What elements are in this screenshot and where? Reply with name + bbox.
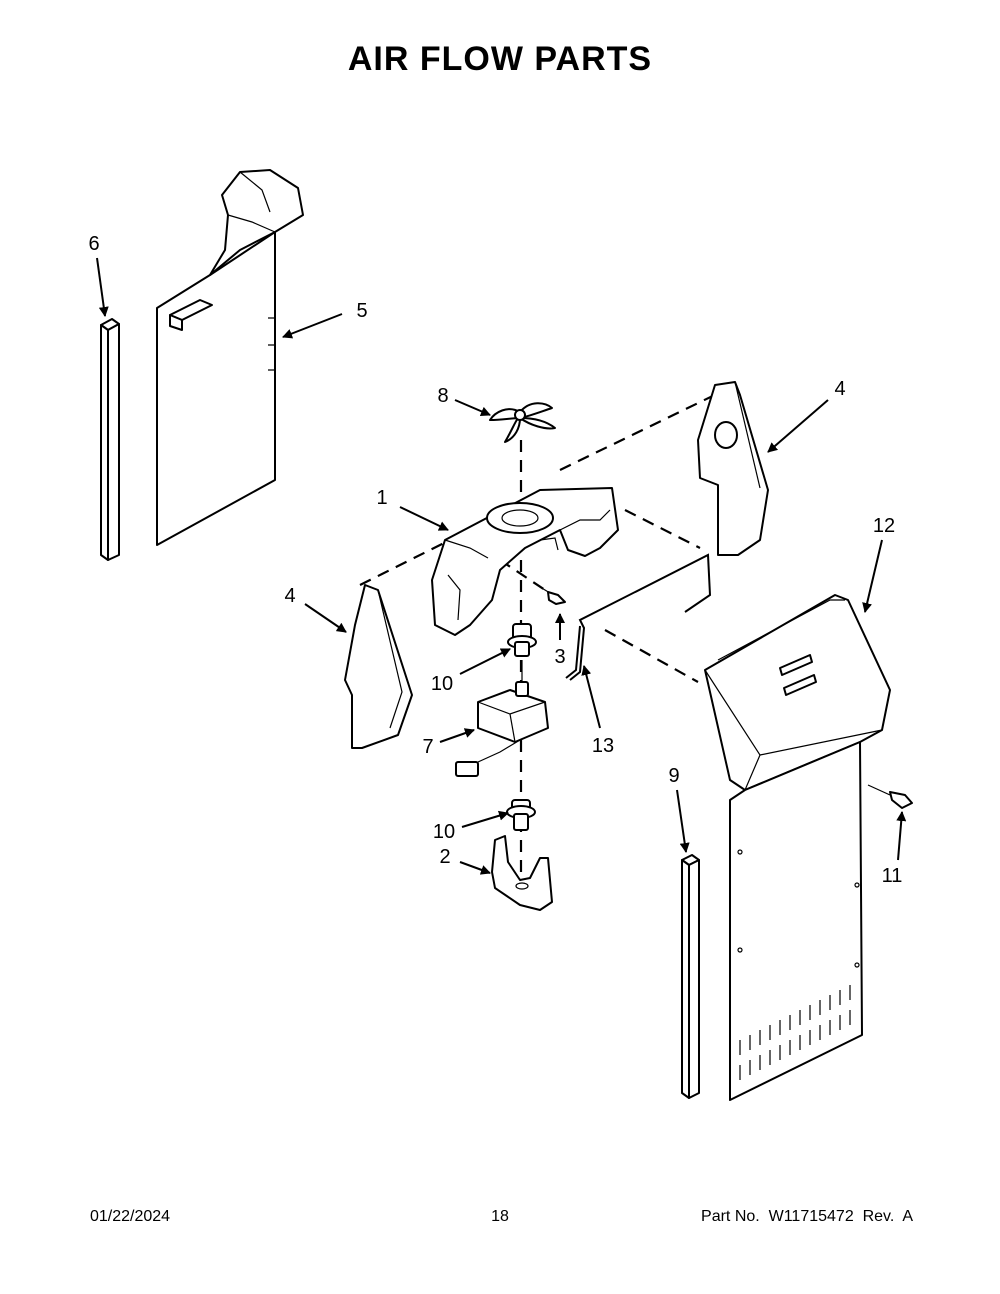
callout-13: 13	[592, 735, 614, 757]
callout-4-right: 4	[834, 378, 845, 400]
callout-10-upper: 10	[431, 673, 453, 695]
callout-12: 12	[873, 515, 895, 537]
grommet-upper	[507, 623, 537, 657]
callout-arrow-8	[454, 399, 491, 417]
footer-part-number: Part No. W11715472 Rev. A	[701, 1208, 913, 1225]
callout-arrow-9	[676, 789, 690, 853]
callout-11: 11	[882, 865, 903, 887]
wire-retainer	[565, 553, 712, 681]
callout-arrow-13	[581, 665, 601, 729]
callout-4-left: 4	[284, 585, 295, 607]
seal-strip-left	[100, 318, 120, 561]
screw-axis-line	[499, 559, 549, 593]
fan-blade	[489, 402, 556, 443]
screw-right	[867, 784, 913, 809]
fan-motor	[455, 660, 549, 777]
callout-1: 1	[376, 487, 387, 509]
callout-6: 6	[88, 233, 99, 255]
callout-5: 5	[356, 300, 367, 322]
callout-7: 7	[422, 736, 433, 758]
callout-arrow-6	[96, 257, 109, 317]
callout-arrow-11	[896, 811, 907, 861]
motor-bracket	[491, 835, 553, 911]
seal-strip-right	[681, 854, 700, 1099]
callout-arrow-5	[282, 313, 343, 339]
air-baffle-left	[344, 584, 413, 749]
alignment-line-c	[624, 509, 701, 549]
footer-page-number: 18	[491, 1208, 509, 1225]
callout-arrow-10-lower	[461, 810, 509, 828]
callout-arrow-2	[459, 861, 491, 875]
callout-3: 3	[554, 646, 565, 668]
page-title: AIR FLOW PARTS	[347, 40, 653, 78]
callout-9: 9	[668, 765, 679, 787]
callout-8: 8	[437, 385, 448, 407]
callout-10-lower: 10	[433, 821, 455, 843]
fan-housing	[431, 487, 619, 636]
alignment-line-a	[559, 389, 726, 471]
callout-arrow-4-left	[304, 603, 347, 633]
callout-arrow-10-upper	[459, 648, 511, 675]
alignment-line-d	[604, 629, 699, 683]
footer-date: 01/22/2024	[90, 1208, 171, 1225]
duct-panel	[156, 169, 304, 546]
screw	[539, 586, 566, 605]
callout-arrow-12	[862, 539, 883, 613]
grommet-lower	[506, 799, 536, 831]
callout-2: 2	[439, 846, 450, 868]
evaporator-cover	[704, 594, 891, 1101]
air-baffle-right	[697, 381, 769, 556]
callout-arrow-7	[439, 728, 475, 743]
callout-arrow-4-right	[767, 399, 829, 453]
callout-arrow-1	[399, 506, 449, 531]
